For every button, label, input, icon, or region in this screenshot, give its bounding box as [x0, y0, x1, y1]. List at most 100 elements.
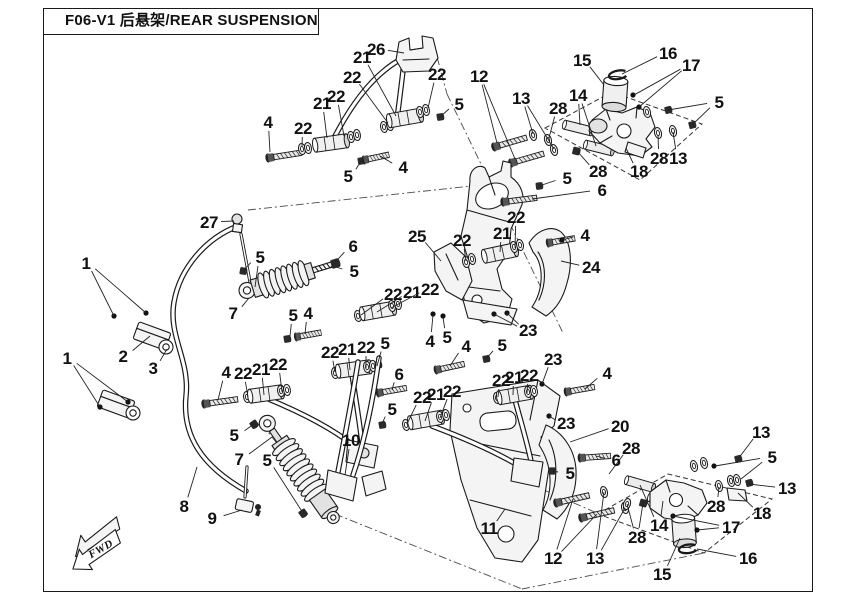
callout-12: 12 — [544, 549, 562, 568]
callout-22: 22 — [520, 366, 538, 385]
callout-5: 5 — [344, 167, 353, 186]
leader-line — [376, 296, 402, 313]
callout-4: 4 — [426, 332, 436, 351]
leader-line — [740, 461, 763, 480]
callout-16: 16 — [739, 549, 757, 568]
shock-fork-10 — [324, 355, 387, 502]
leader-line — [600, 507, 626, 551]
page-title: F06-V1 后悬架/REAR SUSPENSION — [65, 12, 318, 29]
callout-22: 22 — [269, 355, 287, 374]
leader-line — [672, 515, 720, 526]
leader-line — [217, 380, 224, 401]
leader-line — [442, 316, 446, 329]
leader-line — [440, 108, 450, 117]
leader-line — [406, 404, 417, 425]
callout-22: 22 — [294, 119, 312, 138]
leader-line — [638, 70, 682, 108]
callout-22: 22 — [327, 87, 345, 106]
leader-line — [268, 130, 271, 153]
callout-21: 21 — [505, 368, 523, 387]
callout-5: 5 — [563, 169, 572, 188]
callout-4: 4 — [304, 304, 314, 323]
leader-line — [584, 377, 598, 390]
callout-11: 11 — [481, 519, 498, 538]
callout-3: 3 — [149, 359, 158, 378]
leader-line — [424, 242, 442, 262]
callout-28: 28 — [549, 99, 567, 118]
leader-line — [499, 241, 502, 253]
callout-5: 5 — [388, 400, 397, 419]
leader-line — [497, 388, 500, 398]
callout-4: 4 — [581, 226, 591, 245]
callout-22: 22 — [443, 382, 461, 401]
callout-28: 28 — [650, 149, 668, 168]
leader-line — [449, 352, 459, 367]
leader-line — [493, 313, 518, 327]
leader-line — [348, 357, 351, 371]
leader-line — [355, 160, 362, 170]
callout-5: 5 — [350, 262, 359, 281]
leader-line — [581, 103, 597, 147]
callout-4: 4 — [399, 158, 409, 177]
leader-line — [244, 423, 255, 432]
leader-line — [359, 83, 389, 124]
leader-line — [657, 134, 659, 150]
leader-line — [696, 527, 720, 531]
leader-line — [187, 466, 198, 498]
callout-7: 7 — [235, 450, 244, 469]
leader-line — [261, 377, 265, 396]
leader-line — [560, 260, 580, 266]
callout-2: 2 — [119, 347, 128, 366]
callout-21: 21 — [252, 360, 270, 379]
leader-line — [633, 68, 681, 96]
leader-line — [621, 56, 658, 75]
callout-22: 22 — [357, 338, 375, 357]
leader-line — [241, 297, 250, 308]
frame-plate-11 — [449, 379, 561, 563]
callout-22: 22 — [384, 285, 402, 304]
callout-14: 14 — [569, 86, 588, 105]
guard-24 — [528, 228, 571, 317]
leader-line — [279, 372, 283, 393]
leader-line — [424, 402, 432, 422]
callout-13: 13 — [778, 479, 796, 498]
leader-line — [569, 428, 609, 443]
callout-15: 15 — [573, 51, 591, 70]
callout-5: 5 — [715, 93, 724, 112]
leader-line — [439, 399, 448, 419]
shock-absorber-bellows — [238, 257, 342, 299]
callout-16: 16 — [659, 44, 677, 63]
callout-21: 21 — [493, 224, 511, 243]
leader-line — [223, 509, 243, 517]
leader-line — [514, 225, 517, 249]
leader-line — [578, 103, 581, 126]
leader-line — [132, 335, 151, 351]
leader-line — [524, 106, 534, 135]
leader-line — [73, 365, 101, 408]
callout-7: 7 — [229, 304, 238, 323]
leader-line — [76, 362, 129, 403]
callout-5: 5 — [566, 464, 575, 483]
leader-line — [691, 107, 711, 126]
callout-6: 6 — [349, 237, 358, 256]
callout-26: 26 — [367, 40, 385, 59]
bracket-18-lower — [726, 487, 748, 502]
callout-21: 21 — [403, 283, 421, 302]
stabilizer-link-upper — [231, 213, 260, 292]
leader-line — [481, 84, 498, 144]
leader-line — [561, 236, 574, 241]
callout-15: 15 — [653, 565, 671, 584]
callout-22: 22 — [343, 68, 361, 87]
leader-line — [323, 111, 328, 139]
callout-6: 6 — [612, 451, 621, 470]
leader-line — [595, 455, 605, 459]
leader-line — [714, 457, 761, 467]
callout-10: 10 — [342, 431, 360, 450]
arm-bracket-26 — [395, 35, 439, 73]
leader-line — [483, 84, 516, 160]
callout-5: 5 — [230, 426, 239, 445]
leader-line — [390, 292, 420, 309]
